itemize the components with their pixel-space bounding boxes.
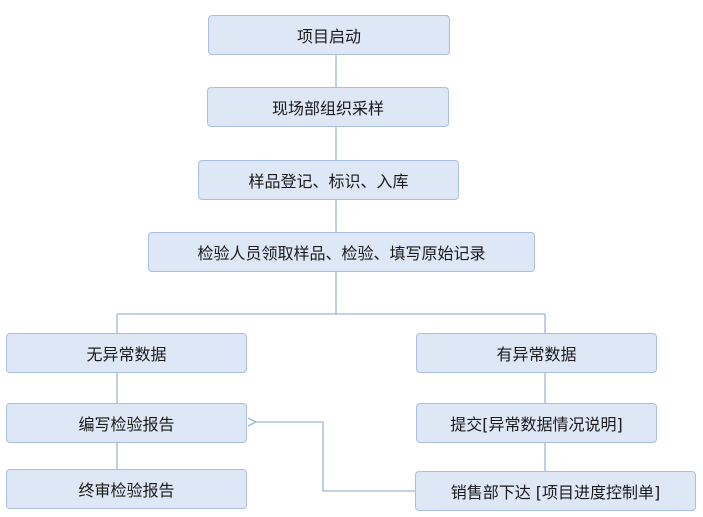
node-inspection: 检验人员领取样品、检验、填写原始记录 (148, 232, 535, 272)
node-inspection-label: 检验人员领取样品、检验、填写原始记录 (197, 244, 486, 263)
node-sample-registration-label: 样品登记、标识、入库 (248, 172, 409, 191)
node-progress-control-label: 销售部下达 [项目进度控制单] (450, 483, 661, 502)
node-project-start-label: 项目启动 (296, 27, 361, 46)
node-write-report: 编写检验报告 (6, 403, 247, 443)
node-progress-control: 销售部下达 [项目进度控制单] (415, 471, 696, 511)
node-sample-registration: 样品登记、标识、入库 (198, 160, 459, 200)
node-no-abnormal-data-label: 无异常数据 (86, 345, 167, 364)
node-no-abnormal-data: 无异常数据 (6, 333, 247, 373)
node-site-sampling-label: 现场部组织采样 (271, 99, 384, 118)
edge-control-report-arrow (256, 422, 415, 492)
node-final-review: 终审检验报告 (6, 469, 247, 509)
node-abnormal-data: 有异常数据 (416, 333, 657, 373)
node-final-review-label: 终审检验报告 (78, 481, 175, 500)
node-site-sampling: 现场部组织采样 (207, 87, 449, 127)
node-submit-explanation: 提交[异常数据情况说明] (416, 403, 657, 443)
node-abnormal-data-label: 有异常数据 (496, 345, 577, 364)
node-write-report-label: 编写检验报告 (78, 415, 175, 434)
node-project-start: 项目启动 (208, 15, 450, 55)
node-submit-explanation-label: 提交[异常数据情况说明] (450, 415, 623, 434)
